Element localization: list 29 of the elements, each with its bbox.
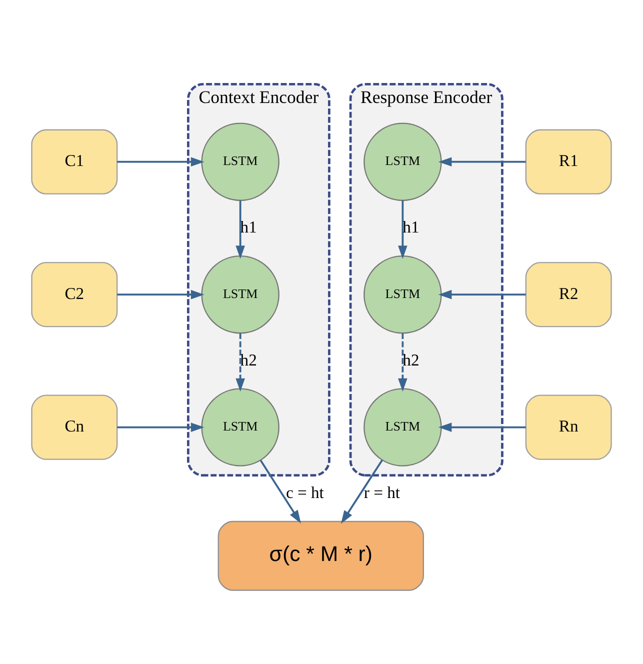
arrow [236, 200, 245, 258]
node-circle: LSTM [364, 122, 442, 200]
node-circle: LSTM [364, 254, 442, 334]
arrow [260, 459, 301, 523]
node-box: R2 [525, 261, 612, 327]
node-box: Cn [31, 394, 118, 460]
node-box: σ(c * M * r) [218, 520, 424, 590]
node-circle: LSTM [201, 254, 280, 334]
node-box: Rn [525, 394, 612, 460]
arrow [438, 156, 526, 166]
node-box: R1 [525, 128, 612, 194]
arrow [438, 289, 526, 299]
node-circle: LSTM [201, 122, 280, 200]
node-box: C1 [31, 128, 118, 194]
edge-label: h2 [240, 350, 257, 369]
arrow [398, 332, 408, 392]
arrow [340, 459, 384, 524]
edge-label: h2 [402, 350, 420, 369]
node-circle: LSTM [364, 388, 442, 466]
edge-label: r = ht [364, 482, 400, 502]
arrow [236, 332, 245, 392]
node-circle: LSTM [201, 388, 280, 466]
arrow [438, 422, 526, 432]
arrow [398, 200, 408, 258]
arrow [117, 289, 204, 299]
edge-label: c = ht [286, 482, 324, 502]
arrow [117, 156, 204, 166]
arrow [117, 422, 204, 432]
node-box: C2 [31, 261, 118, 327]
